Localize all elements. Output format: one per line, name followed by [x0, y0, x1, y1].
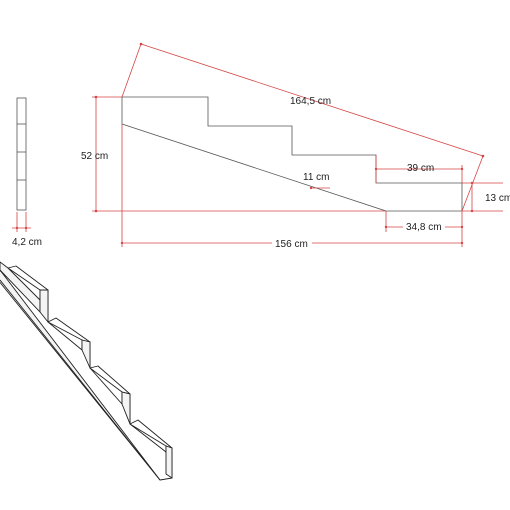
total-length-label: 156 cm	[275, 239, 308, 250]
diagonal-mark-bottom	[481, 154, 485, 158]
profile-view: 164,5 cm 52 cm 11 cm 39 cm 13 cm 34	[81, 42, 510, 250]
height-label: 52 cm	[81, 151, 108, 162]
thickness-mark-left	[15, 226, 19, 230]
iso-riser-4	[165, 445, 173, 479]
diagonal-mark-top	[139, 42, 143, 46]
board-width-mark	[309, 186, 313, 190]
last-tread-mark-left	[384, 225, 388, 229]
riser-mark-top	[470, 181, 474, 185]
iso-stringer-face	[0, 269, 173, 481]
iso-riser-3	[121, 391, 131, 425]
diagonal-label: 164,5 cm	[290, 96, 331, 107]
thickness-mark-right	[24, 226, 28, 230]
total-length-mark-right	[460, 241, 464, 245]
thickness-label: 4,2 cm	[12, 237, 42, 248]
iso-inner-edge	[0, 279, 161, 481]
last-tread-label: 34,8 cm	[406, 222, 442, 233]
last-tread-label-bg	[403, 220, 445, 233]
total-length-label-bg	[272, 237, 312, 250]
iso-riser-1	[39, 289, 49, 323]
last-tread-mark-right	[460, 225, 464, 229]
iso-riser-2	[81, 339, 91, 369]
tread-mark-right	[460, 167, 464, 171]
height-mark-bottom	[94, 209, 98, 213]
diagonal-ext-top	[121, 43, 142, 98]
tread-mark-left	[374, 167, 378, 171]
diagonal-dim-line	[140, 43, 484, 157]
height-mark-top	[94, 95, 98, 99]
isometric-view	[0, 261, 173, 481]
riser-mark-bottom	[470, 209, 474, 213]
riser-label: 13 cm	[485, 193, 510, 204]
tread-label: 39 cm	[407, 163, 434, 174]
edge-view: 4,2 cm	[12, 97, 42, 248]
total-length-mark-left	[120, 241, 124, 245]
stringer-profile	[121, 96, 463, 212]
edge-view-board	[16, 97, 27, 211]
board-width-label: 11 cm	[303, 172, 330, 183]
